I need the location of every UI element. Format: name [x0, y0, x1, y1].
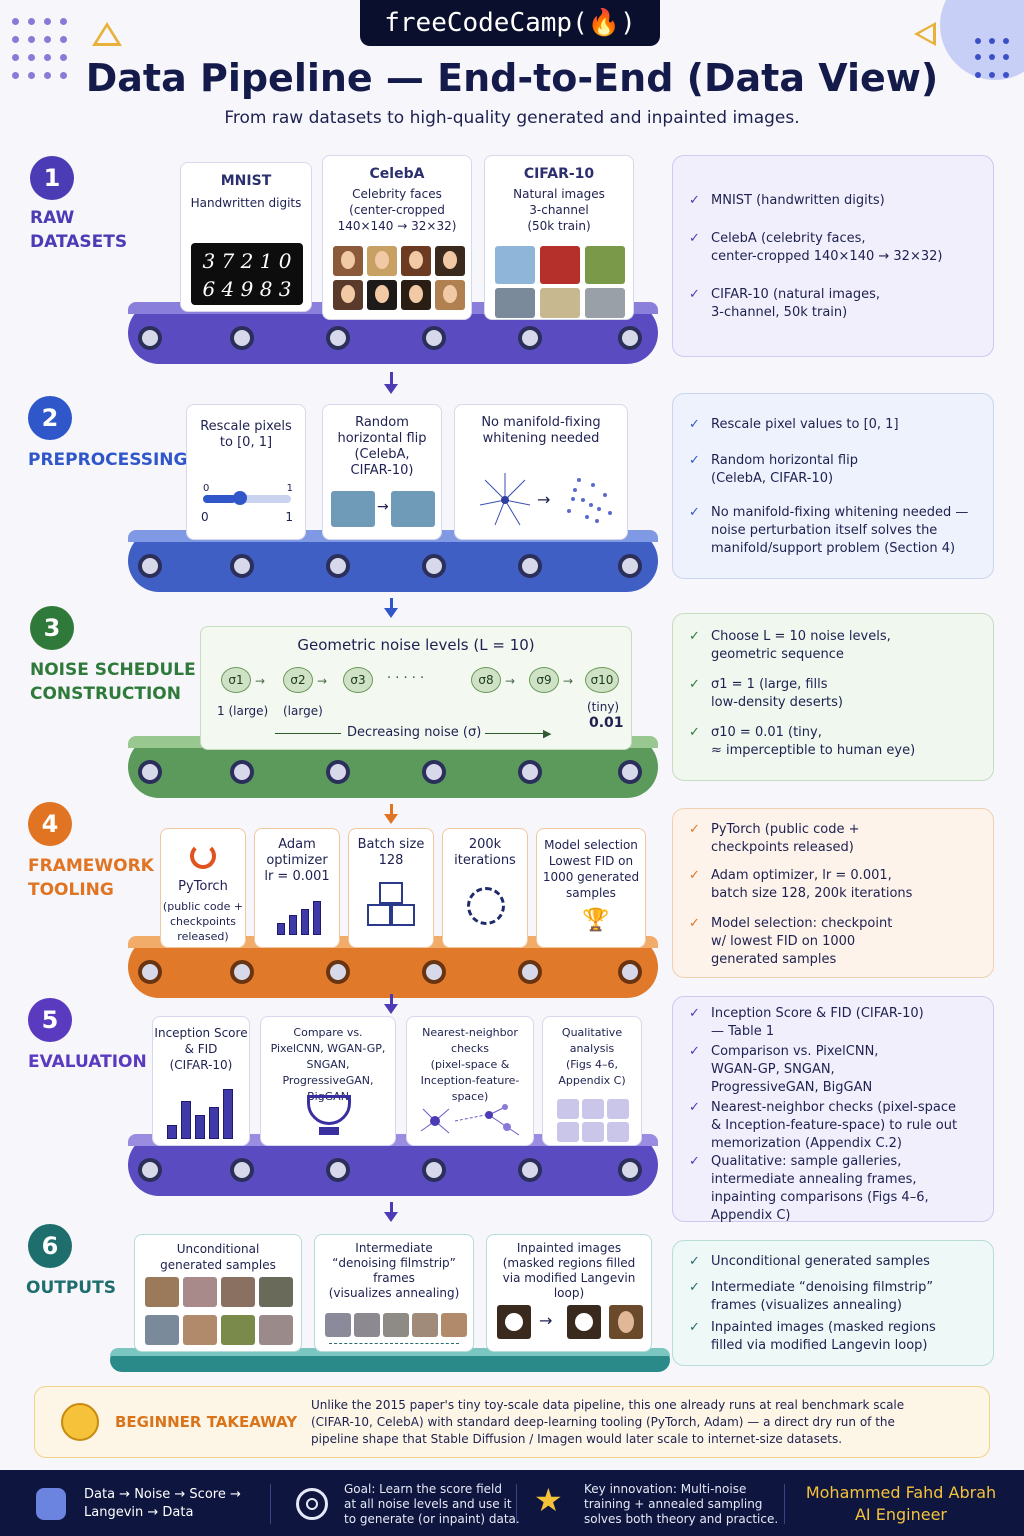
- bar-chart-icon: [277, 899, 321, 935]
- sigma-node: σ8: [471, 667, 501, 693]
- inception-fid-card: Inception Score& FID(CIFAR-10): [152, 1016, 250, 1146]
- flow-text: Data → Noise → Score →Langevin → Data: [84, 1487, 241, 1520]
- lightbulb-icon: [61, 1403, 99, 1441]
- decorative-dots: [975, 20, 1015, 80]
- down-arrow-icon: [384, 1004, 398, 1014]
- pytorch-icon: [190, 843, 216, 869]
- step-number: 2: [28, 396, 72, 440]
- page-subtitle: From raw datasets to high-quality genera…: [224, 108, 800, 128]
- sigma-node: σ10: [585, 667, 619, 693]
- conveyor-belt: [110, 1348, 670, 1372]
- takeaway-text: Unlike the 2015 paper's tiny toy-scale d…: [311, 1398, 905, 1446]
- triangle-icon: [92, 22, 122, 46]
- step-number: 3: [30, 606, 74, 650]
- target-icon: [296, 1488, 328, 1520]
- sigma-node: σ1: [221, 667, 251, 693]
- sigma-node: σ2: [283, 667, 313, 693]
- footer: Data → Noise → Score →Langevin → Data Go…: [0, 1470, 1024, 1536]
- page-title: Data Pipeline — End-to-End (Data View): [85, 56, 939, 100]
- step-6-bullets: ✓Unconditional generated samples ✓Interm…: [672, 1240, 994, 1366]
- trophy-icon: 🏆: [582, 908, 610, 933]
- svg-text:→: →: [537, 490, 550, 509]
- step-label: OUTPUTS: [26, 1278, 116, 1298]
- step-label: FRAMEWORK /TOOLING: [28, 856, 166, 900]
- decorative-dots: [12, 18, 72, 79]
- brand-logo: freeCodeCamp(🔥): [360, 0, 660, 46]
- filmstrip-card: Intermediate“denoising filmstrip”frames(…: [314, 1234, 474, 1352]
- triangle-icon: [914, 22, 936, 46]
- step-label: PREPROCESSING: [28, 450, 188, 470]
- down-arrow-icon: [384, 384, 398, 394]
- step-number: 6: [28, 1224, 72, 1268]
- noise-scatter-icon: →: [479, 473, 612, 526]
- step-1-bullets: ✓MNIST (handwritten digits) ✓CelebA (cel…: [672, 155, 994, 357]
- compare-card: Compare vs.PixelCNN, WGAN-GP,SNGAN, Prog…: [260, 1016, 396, 1146]
- star-icon: ★: [534, 1481, 563, 1519]
- trophy-icon: [307, 1095, 351, 1125]
- down-arrow-icon: [384, 608, 398, 618]
- sigma-node: σ3: [343, 667, 373, 693]
- step-number: 5: [28, 998, 72, 1042]
- step-4-bullets: ✓PyTorch (public code +checkpoints relea…: [672, 808, 994, 978]
- takeaway-box: BEGINNER TAKEAWAY Unlike the 2015 paper'…: [34, 1386, 990, 1458]
- step-5-bullets: ✓Inception Score & FID (CIFAR-10)— Table…: [672, 996, 994, 1223]
- step-2-bullets: ✓Rescale pixel values to [0, 1] ✓Random …: [672, 393, 994, 579]
- range-slider: [203, 491, 291, 505]
- sigma-node: σ9: [529, 667, 559, 693]
- step-number: 4: [28, 802, 72, 846]
- database-icon: [36, 1488, 66, 1520]
- bar-chart-icon: [167, 1087, 237, 1139]
- network-icon: [420, 1104, 520, 1136]
- step-3-bullets: ✓Choose L = 10 noise levels,geometric se…: [672, 613, 994, 781]
- down-arrow-icon: [384, 1212, 398, 1222]
- takeaway-label: BEGINNER TAKEAWAY: [115, 1413, 298, 1431]
- step-label: EVALUATION: [28, 1052, 147, 1072]
- step-number: 1: [30, 156, 74, 200]
- noise-levels-card: Geometric noise levels (L = 10) σ1 → σ2 …: [200, 626, 632, 750]
- down-arrow-icon: [384, 814, 398, 824]
- cubes-icon: [367, 882, 415, 926]
- refresh-icon: [467, 887, 505, 925]
